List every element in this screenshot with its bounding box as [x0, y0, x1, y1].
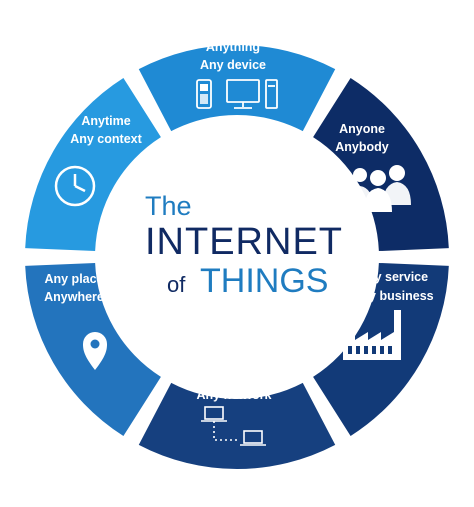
center-the: The	[145, 191, 192, 221]
clock-icon	[54, 165, 96, 207]
location-pin-icon	[83, 332, 107, 370]
anyone-line1: Anyone	[339, 122, 385, 136]
segment-anyone	[313, 78, 449, 252]
segment-any-path-label: Any path Any network	[196, 370, 271, 402]
people-icon	[347, 165, 411, 212]
segment-anyone-label: Anyone Anybody	[335, 122, 389, 154]
any-place-line1: Any place	[44, 272, 103, 286]
anything-line2: Any device	[200, 58, 266, 72]
segment-anything	[138, 44, 336, 132]
any-service-line1: Any service	[358, 270, 428, 284]
anything-line1: Anything	[206, 40, 260, 54]
network-icon	[201, 406, 266, 446]
devices-icon	[196, 79, 278, 109]
segment-anything-label: Anything Any device	[200, 40, 266, 72]
segment-any-path	[138, 382, 336, 470]
center-of: of	[167, 272, 186, 297]
any-place-line2: Anywhere	[44, 290, 104, 304]
segment-any-place-label: Any place Anywhere	[44, 272, 104, 304]
anytime-line2: Any context	[70, 132, 142, 146]
center-circle	[109, 129, 365, 385]
factory-icon	[343, 310, 401, 360]
segment-any-service-label: Any service Any business	[352, 270, 433, 303]
anytime-line1: Anytime	[81, 114, 130, 128]
any-path-line1: Any path	[207, 370, 260, 384]
segment-anytime	[25, 78, 161, 252]
any-path-line2: Any network	[196, 388, 271, 402]
anyone-line2: Anybody	[335, 140, 389, 154]
center-things: THINGS	[200, 262, 328, 300]
any-service-line2: Any business	[352, 289, 433, 303]
segment-anytime-label: Anytime Any context	[70, 114, 142, 146]
center-internet: INTERNET	[145, 221, 343, 263]
